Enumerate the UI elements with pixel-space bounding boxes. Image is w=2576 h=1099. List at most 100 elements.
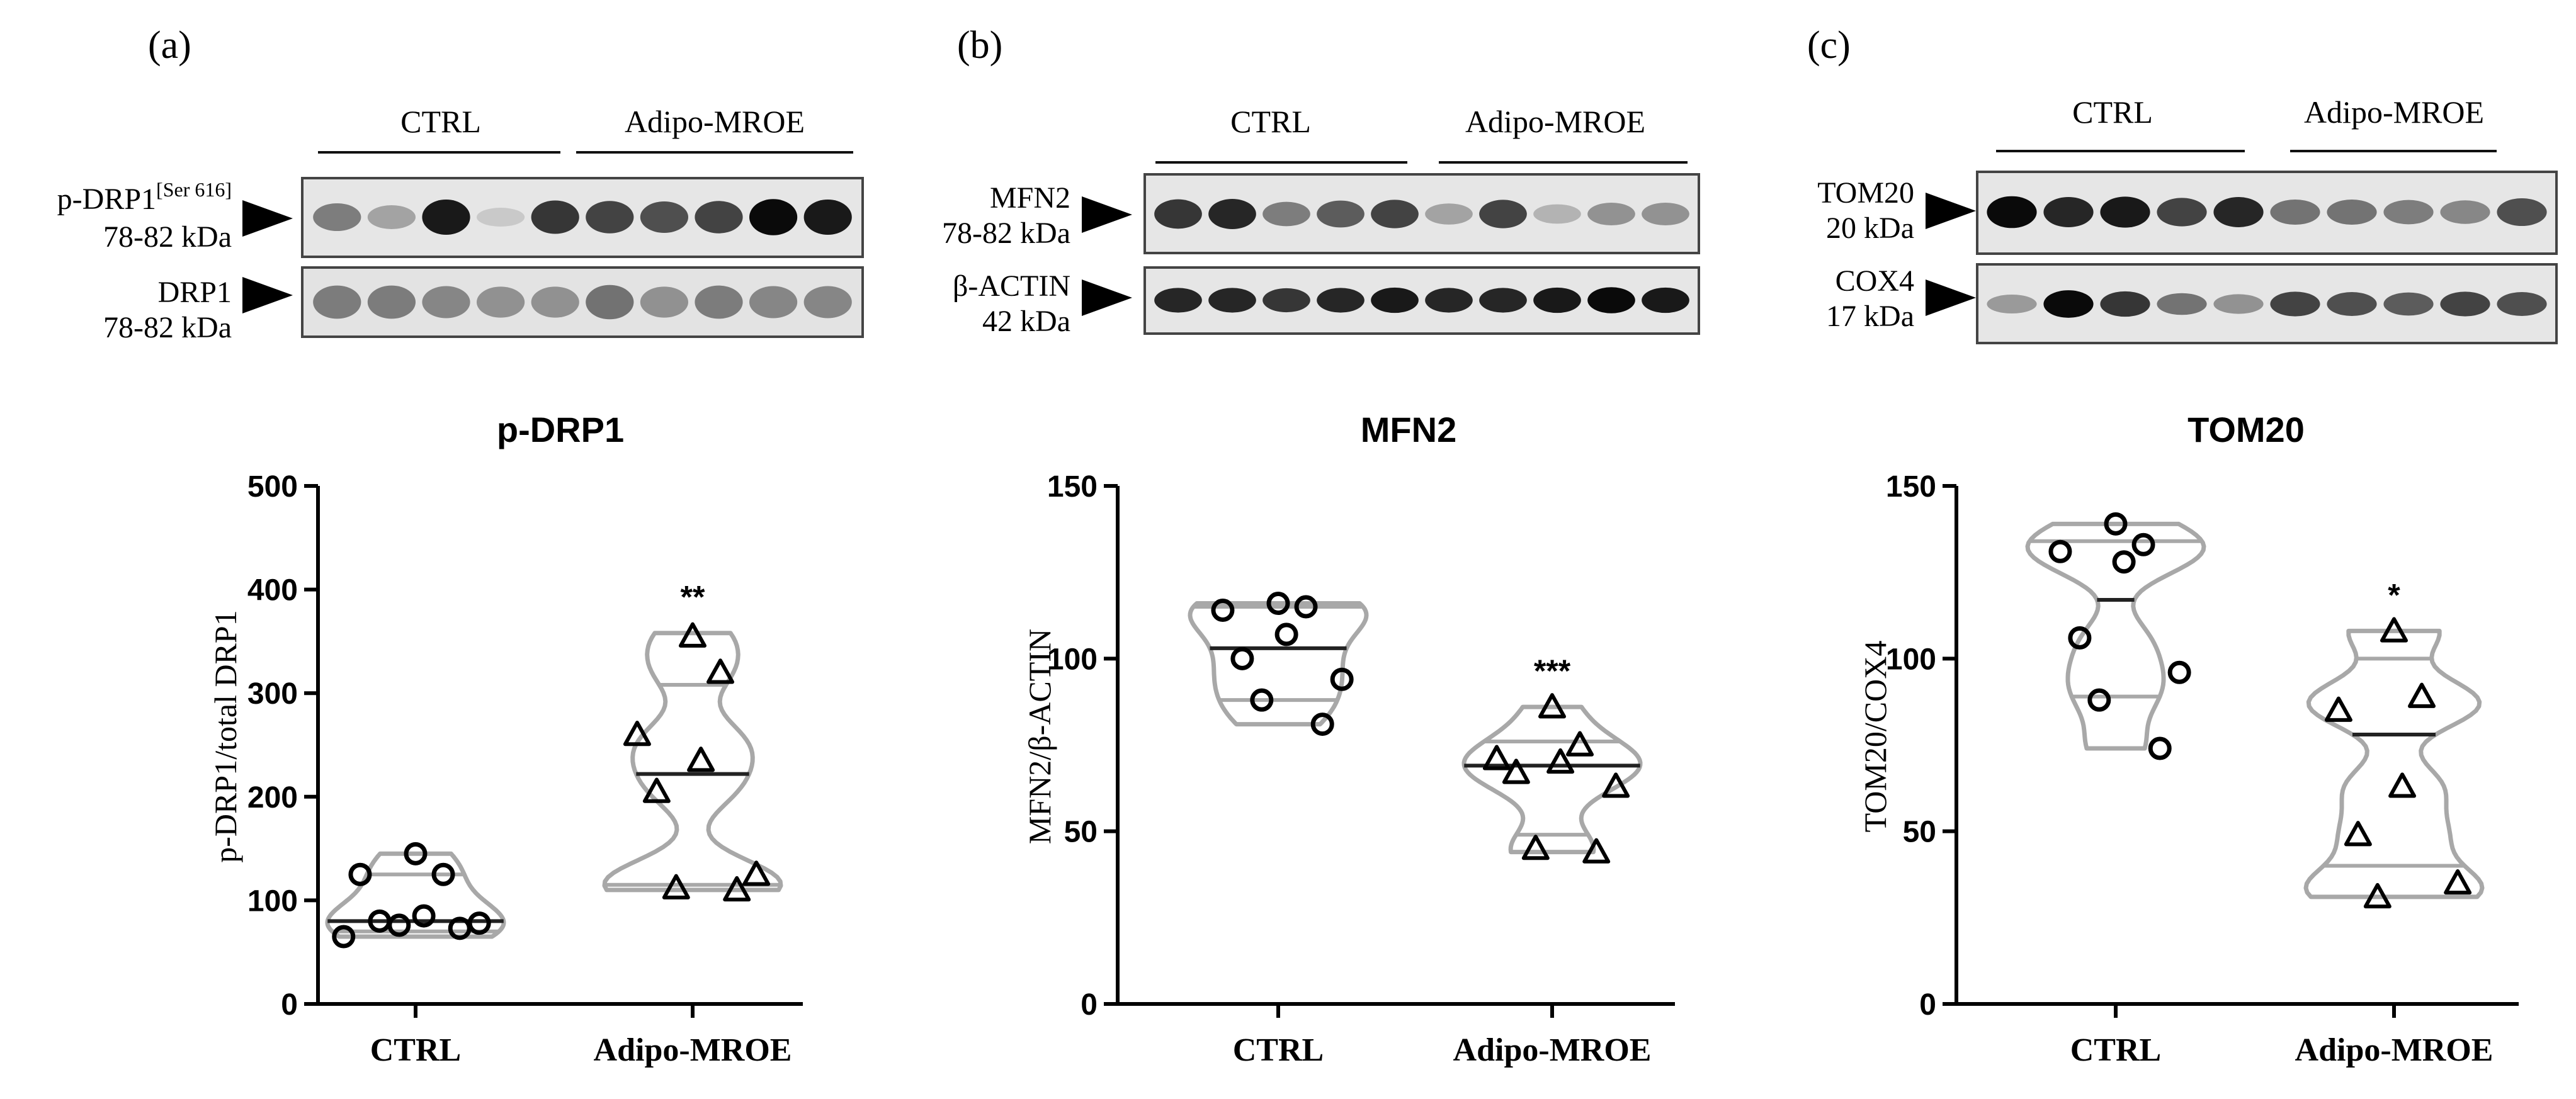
panel-b-y-axis-label: MFN2/β-ACTIN — [1022, 629, 1057, 844]
panel-c-group-ctrl-label: CTRL — [2072, 94, 2153, 130]
blot-band — [1587, 202, 1635, 226]
blot-band — [1262, 288, 1310, 313]
data-point — [2112, 550, 2136, 574]
blot-band — [1479, 200, 1527, 228]
data-point — [1582, 838, 1611, 864]
blot-band — [586, 201, 634, 234]
panel-c-blot: CTRL Adipo-MROE TOM20 20 kDa COX4 17 kDa — [1817, 94, 2558, 344]
blot-band — [1533, 204, 1581, 224]
violin-outline — [1188, 601, 1369, 727]
panel-a-row1-superscript: [Ser 616] — [156, 178, 232, 201]
significance-marker: * — [2388, 577, 2400, 612]
blot-band — [367, 205, 416, 229]
blot-band — [2157, 293, 2207, 315]
data-point — [2380, 617, 2408, 643]
y-tick-label: 100 — [1886, 643, 1936, 676]
panel-c-group-mroe-label: Adipo-MROE — [2304, 94, 2484, 130]
data-point — [723, 876, 751, 902]
data-point — [2048, 539, 2072, 563]
blot-band — [313, 285, 361, 319]
panel-c-row2-arrowhead — [1926, 279, 1976, 316]
blot-band — [2100, 196, 2150, 228]
x-tick-label: CTRL — [2070, 1032, 2161, 1068]
data-point — [1294, 595, 1318, 619]
blot-band — [1479, 288, 1527, 313]
panel-a-row1-arrowhead — [242, 200, 293, 237]
data-point — [642, 777, 671, 803]
y-tick-label: 500 — [247, 470, 298, 504]
panel-b-row1-arrowhead — [1082, 196, 1132, 233]
y-tick-label: 0 — [281, 988, 298, 1022]
panel-a: (a) CTRL Adipo-MROE p-DRP1[Ser 616] 78-8… — [57, 24, 864, 1068]
panel-a-row1-kda: 78-82 kDa — [103, 220, 232, 254]
blot-band — [2043, 290, 2094, 318]
y-tick-label: 100 — [1047, 643, 1098, 676]
blot-band — [640, 201, 689, 233]
data-point — [2068, 626, 2092, 650]
blot-band — [803, 200, 852, 235]
data-point — [1330, 667, 1354, 691]
blot-band — [476, 208, 525, 227]
data-point — [2087, 688, 2111, 712]
blot-band — [313, 203, 361, 231]
panel-c-row1-arrowhead — [1926, 193, 1976, 229]
y-tick-label: 300 — [247, 677, 298, 711]
x-tick-label: Adipo-MROE — [1453, 1032, 1652, 1068]
blot-band — [1425, 203, 1473, 225]
data-point — [1266, 592, 1290, 616]
y-tick-label: 400 — [247, 574, 298, 607]
blot-band — [422, 200, 470, 235]
blot-band — [1987, 294, 2037, 314]
panel-b-row1-label: MFN2 — [990, 181, 1070, 215]
blot-band — [2270, 199, 2320, 225]
y-tick-label: 0 — [1919, 988, 1936, 1022]
data-point — [679, 622, 706, 648]
blot-band — [2100, 291, 2150, 317]
blot-band — [1317, 288, 1365, 313]
data-point — [2363, 882, 2392, 909]
blot-band — [1208, 199, 1256, 229]
x-tick-label: Adipo-MROE — [594, 1032, 792, 1068]
blot-band — [1262, 201, 1310, 227]
data-point — [348, 862, 372, 886]
panel-a-row2-kda: 78-82 kDa — [103, 311, 232, 344]
panel-c-row1-bands — [1987, 196, 2547, 228]
data-point — [412, 904, 436, 928]
violin-outline — [1461, 704, 1643, 855]
panel-a-group-ctrl-label: CTRL — [400, 104, 481, 139]
panel-b-row1-bands — [1154, 199, 1689, 229]
panel-a-y-axis-label: p-DRP1/total DRP1 — [208, 610, 243, 862]
blot-band — [1587, 287, 1635, 313]
data-point — [387, 913, 411, 937]
blot-band — [586, 285, 634, 320]
panel-a-blot: CTRL Adipo-MROE p-DRP1[Ser 616] 78-82 kD… — [57, 104, 864, 344]
panel-a-row2-arrowhead — [242, 277, 293, 313]
data-point — [687, 747, 715, 772]
panel-b-letter: (b) — [957, 24, 1002, 67]
panel-b-row2-kda: 42 kDa — [982, 305, 1070, 338]
panel-a-letter: (a) — [148, 24, 191, 67]
panel-a-row2-bands — [313, 285, 852, 320]
panel-c: (c) CTRL Adipo-MROE TOM20 20 kDa COX4 17… — [1807, 24, 2558, 1068]
panel-c-row2-label: COX4 — [1836, 264, 1914, 298]
blot-band — [695, 201, 743, 234]
blot-band — [2270, 291, 2320, 317]
blot-band — [2383, 292, 2434, 316]
y-tick-label: 0 — [1081, 988, 1098, 1022]
blot-band — [422, 286, 470, 318]
blot-band — [476, 286, 525, 318]
blot-band — [2213, 294, 2264, 314]
blot-band — [1371, 200, 1419, 228]
blot-band — [1642, 287, 1689, 313]
blot-band — [1154, 288, 1202, 313]
data-point — [1502, 758, 1530, 784]
panel-b-row2-label: β-ACTIN — [953, 269, 1070, 303]
y-tick-label: 150 — [1886, 470, 1936, 504]
blot-band — [2213, 197, 2264, 227]
data-point — [1566, 731, 1594, 757]
data-point — [662, 874, 690, 899]
data-point — [2408, 682, 2436, 708]
blot-band — [749, 286, 798, 318]
y-tick-label: 200 — [247, 781, 298, 814]
